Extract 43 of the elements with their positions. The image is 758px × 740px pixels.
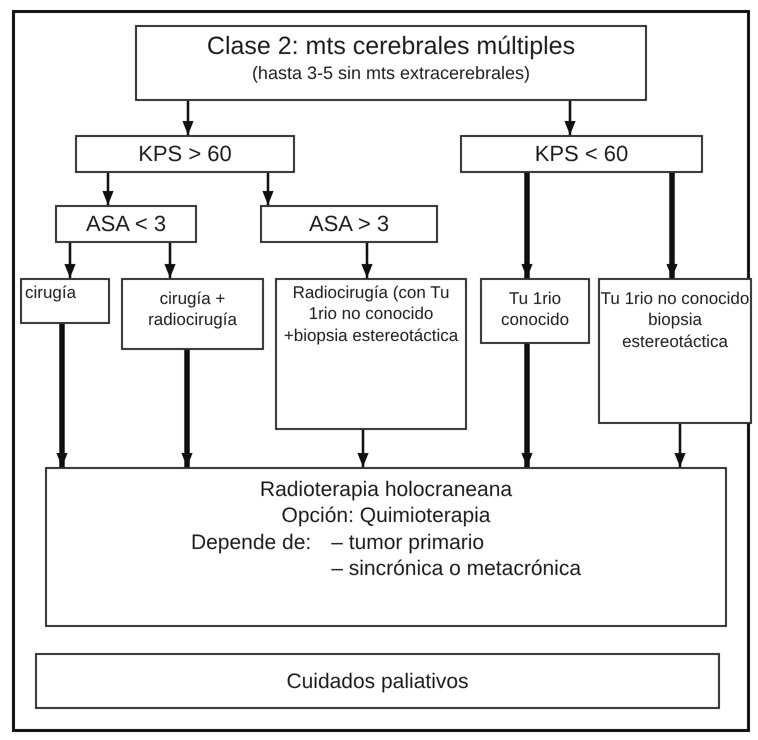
node-text: Radiocirugía (con Tu 1rio no conocido +biopsia estereotáctica <box>282 282 460 346</box>
process-box <box>598 278 752 424</box>
process-box <box>135 25 647 101</box>
node-title: Radioterapia holocraneana <box>260 477 512 503</box>
process-box <box>121 278 264 350</box>
node-text: ASA > 3 <box>308 210 390 238</box>
arrow <box>674 424 686 467</box>
process-box <box>75 135 295 173</box>
process-box <box>20 278 110 324</box>
process-box <box>45 467 727 627</box>
node-text: – tumor primario <box>331 530 484 556</box>
node-text: (hasta 3-5 sin mts extracerebrales) <box>252 62 530 85</box>
arrow <box>262 173 274 205</box>
arrow <box>521 344 533 467</box>
node-text: KPS < 60 <box>534 140 628 168</box>
process-box <box>35 653 720 709</box>
arrow <box>64 243 76 278</box>
process-box <box>260 205 438 243</box>
arrow <box>181 350 193 467</box>
arrow <box>102 173 114 205</box>
node-text: Opción: Quimioterapia <box>282 503 490 530</box>
node-text: – sincrónica o metacrónica <box>331 556 582 582</box>
arrow <box>164 243 176 278</box>
node-text: ASA < 3 <box>86 210 166 238</box>
node-text: cirugía + radiocirugía <box>147 288 238 330</box>
node-text: Cuidados paliativos <box>286 669 469 695</box>
node-text: Depende de: <box>190 530 312 556</box>
node-text: cirugía <box>25 282 76 304</box>
arrow <box>182 101 194 135</box>
process-box <box>55 205 197 243</box>
arrow <box>56 324 68 467</box>
arrow <box>564 101 576 135</box>
node-title: Clase 2: mts cerebrales múltiples <box>206 31 576 62</box>
arrow <box>521 173 533 278</box>
node-text: KPS > 60 <box>138 140 232 168</box>
process-box <box>275 278 467 430</box>
arrow <box>666 173 678 278</box>
process-box <box>460 135 703 173</box>
node-text: Tu 1rio no conocido biopsia estereotáctica <box>600 288 750 352</box>
node-text: Tu 1rio conocido <box>500 288 570 330</box>
arrow <box>357 430 369 467</box>
process-box <box>480 278 590 344</box>
arrow <box>361 243 373 278</box>
